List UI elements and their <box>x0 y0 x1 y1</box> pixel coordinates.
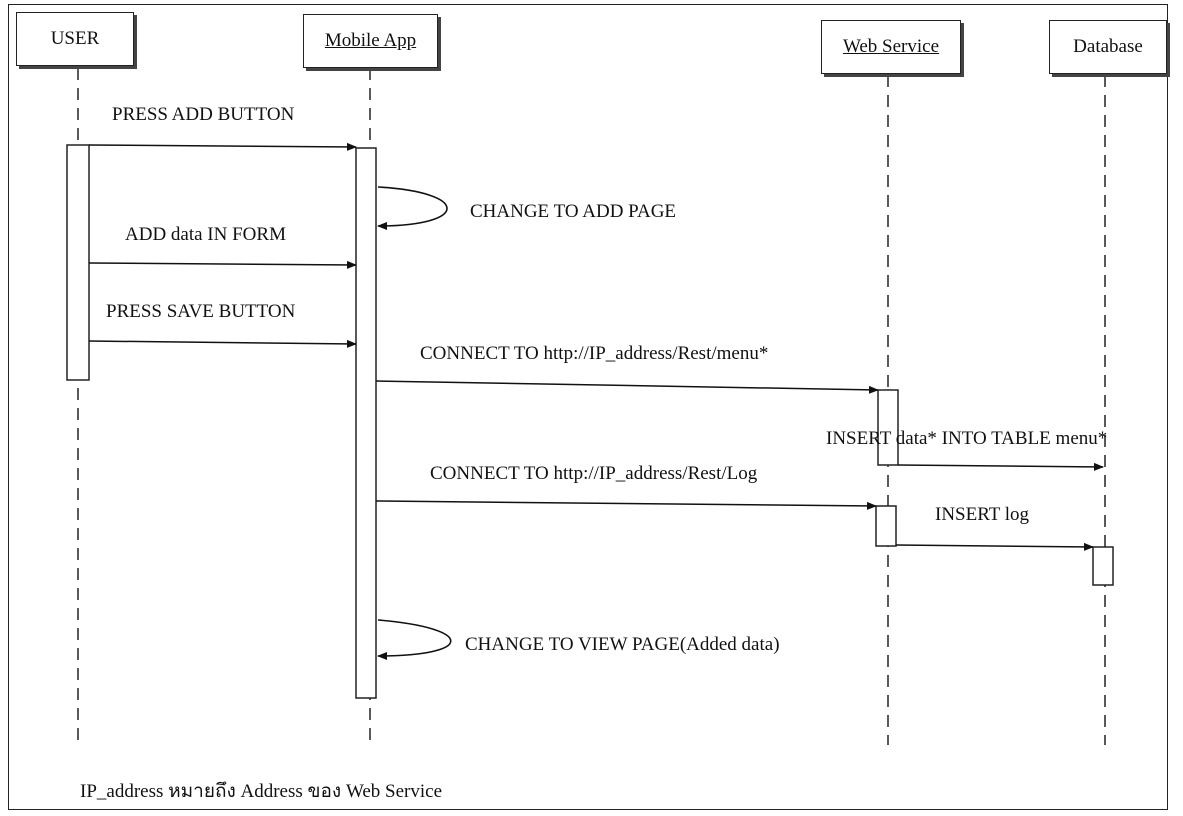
msg-arrow-press-add <box>88 142 357 151</box>
activation-user <box>66 144 90 381</box>
activation-mobile-app <box>355 147 377 699</box>
actor-database: Database <box>1049 20 1167 74</box>
msg-label-connect-log: CONNECT TO http://IP_address/Rest/Log <box>430 463 758 484</box>
msg-label-insert-log: INSERT log <box>935 504 1030 525</box>
activation-database <box>1092 546 1114 586</box>
msg-arrow-connect-menu <box>375 380 879 394</box>
actor-web-service: Web Service <box>821 20 961 74</box>
msg-arrow-change-add-page <box>377 186 448 230</box>
msg-arrow-insert-menu <box>897 462 1104 471</box>
diagram-frame <box>8 4 1168 810</box>
activation-web-service-1 <box>877 389 899 466</box>
msg-arrow-add-data <box>88 260 357 269</box>
msg-label-connect-menu: CONNECT TO http://IP_address/Rest/menu* <box>420 343 769 364</box>
footnote: IP_address หมายถึง Address ของ Web Servi… <box>80 781 443 802</box>
msg-label-change-add-page: CHANGE TO ADD PAGE <box>470 201 677 222</box>
msg-label-press-add: PRESS ADD BUTTON <box>112 104 295 125</box>
msg-label-press-save: PRESS SAVE BUTTON <box>106 301 296 322</box>
msg-arrow-insert-log <box>895 542 1094 551</box>
msg-label-add-data: ADD data IN FORM <box>125 224 286 245</box>
msg-label-change-view-page: CHANGE TO VIEW PAGE(Added data) <box>465 634 780 655</box>
actor-user: USER <box>16 12 134 66</box>
actor-mobile-app: Mobile App <box>303 14 438 68</box>
activation-web-service-2 <box>875 505 897 547</box>
msg-arrow-press-save <box>88 339 357 348</box>
msg-arrow-connect-log <box>375 500 877 510</box>
msg-label-insert-menu: INSERT data* INTO TABLE menu* <box>826 428 1108 449</box>
msg-arrow-change-view-page <box>377 619 452 660</box>
